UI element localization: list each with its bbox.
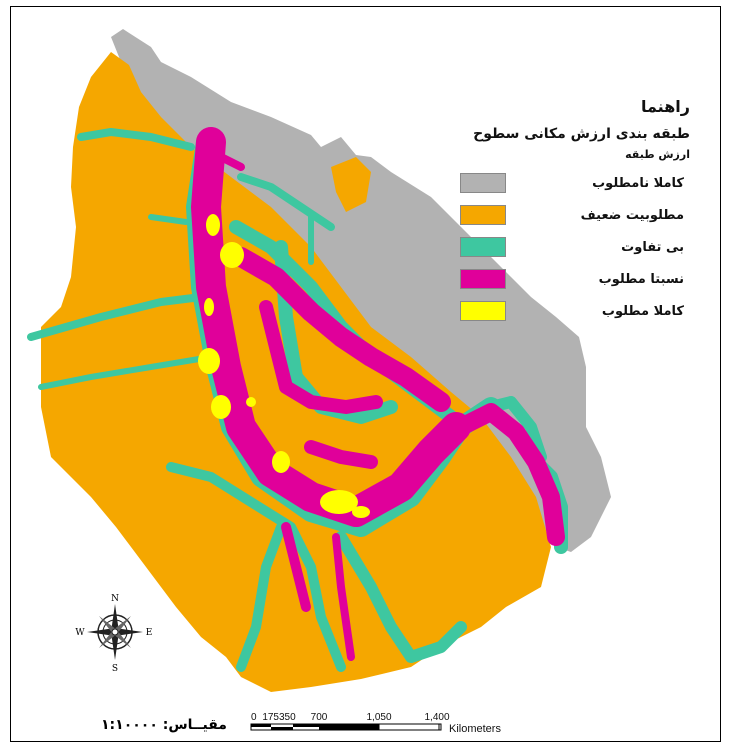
map-legend: راهنما طبقه بندی ارزش مکانی سطوح ارزش طب…: [460, 97, 690, 329]
scale-tick-label: 175350: [262, 712, 296, 723]
compass-s: S: [112, 664, 118, 672]
legend-swatch: [460, 269, 506, 289]
legend-item: کاملا نامطلوب: [460, 169, 690, 197]
legend-title: راهنما: [640, 97, 690, 116]
compass-n: N: [111, 594, 119, 604]
scale-tick-label: 1,400: [424, 712, 449, 723]
legend-items: کاملا نامطلوب مطلوبیت ضعیف بی تفاوت نسبتا م…: [460, 169, 690, 325]
scale-unit: Kilometers: [449, 723, 501, 735]
legend-swatch: [460, 173, 506, 193]
legend-item-label: کاملا مطلوب: [601, 303, 684, 319]
legend-subtitle: طبقه بندی ارزش مکانی سطوح: [473, 126, 690, 142]
map-frame: راهنما طبقه بندی ارزش مکانی سطوح ارزش طب…: [10, 6, 721, 742]
legend-swatch: [460, 205, 506, 225]
legend-field-label: ارزش طبقه: [625, 148, 690, 161]
compass-e: E: [146, 628, 153, 638]
suitability-map: [27, 29, 611, 692]
scale-tick-label: 0: [251, 712, 257, 723]
zone-fairly-suitable: [191, 127, 565, 661]
scale-label: مقیــاس: ۱:۱۰۰۰۰: [101, 717, 227, 733]
compass-rose-icon: N S E W: [75, 594, 153, 674]
legend-item: بی تفاوت: [460, 233, 690, 261]
scale-tick-label: 700: [311, 712, 328, 723]
legend-item-label: کاملا نامطلوب: [592, 175, 684, 191]
legend-swatch: [460, 237, 506, 257]
north-arrow: N S E W: [75, 592, 155, 676]
scale-tick-label: 1,050: [366, 712, 391, 723]
compass-w: W: [75, 628, 85, 638]
scale-bar: 0 175350 700 1,050 1,400 Kilometers: [249, 710, 539, 744]
zone-very-suitable: [198, 214, 370, 518]
legend-item-label: مطلوبیت ضعیف: [580, 207, 684, 223]
legend-item: نسبتا مطلوب: [460, 265, 690, 293]
legend-item: کاملا مطلوب: [460, 297, 690, 325]
legend-swatch: [460, 301, 506, 321]
legend-item-label: بی تفاوت: [621, 239, 684, 255]
legend-item-label: نسبتا مطلوب: [598, 271, 684, 287]
legend-item: مطلوبیت ضعیف: [460, 201, 690, 229]
zone-weak-suitability-north: [331, 157, 371, 212]
